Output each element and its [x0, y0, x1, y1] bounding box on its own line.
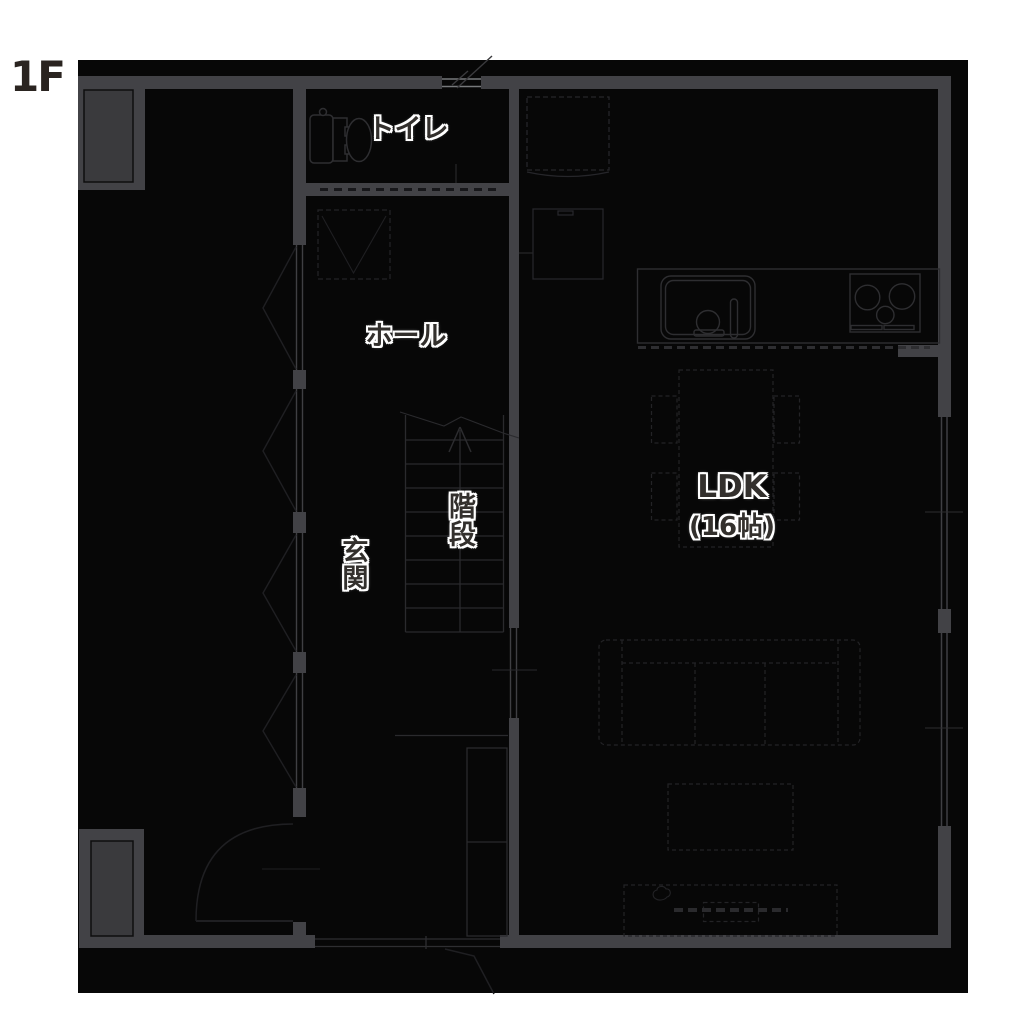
chair	[650, 395, 678, 444]
decor-object	[652, 885, 671, 901]
living-table	[667, 783, 794, 851]
toilet-fixture	[309, 107, 373, 164]
ldk-window-lower	[925, 633, 963, 826]
burner-right	[888, 283, 916, 310]
middle-wall-upper-lines	[455, 164, 533, 254]
faucet	[729, 298, 739, 339]
sofa	[598, 639, 861, 746]
hall-cabinet	[317, 209, 391, 280]
porch-edge	[315, 936, 500, 949]
ldk-size-label: (16帖)	[689, 512, 775, 542]
ldk-window-upper	[925, 417, 963, 609]
floor-indicator: 1F	[10, 52, 66, 101]
casement-swing-chevrons	[262, 246, 297, 788]
dining-set	[650, 369, 801, 548]
toilet-label: トイレ	[367, 114, 449, 145]
left-bay-bottom	[79, 829, 144, 948]
stairs-steps	[404, 415, 505, 633]
stairs-label: 階段	[444, 492, 476, 548]
dining-table	[678, 369, 774, 548]
kitchen-counter	[636, 268, 941, 344]
ldk-label: LDK	[697, 469, 767, 505]
toilet-window	[442, 78, 481, 88]
left-bay-top	[78, 76, 145, 190]
approach-mark	[444, 948, 495, 995]
hall-ldk-opening	[492, 628, 537, 718]
refrigerator	[526, 96, 610, 178]
burner-left	[854, 284, 881, 311]
faucet-base	[695, 309, 721, 335]
chair	[773, 472, 801, 521]
plan-background	[78, 60, 968, 993]
pantry-cabinet	[532, 208, 604, 280]
walls	[78, 76, 951, 948]
burner-small	[875, 305, 895, 325]
chair	[650, 472, 678, 521]
entrance-label: 玄関	[337, 537, 368, 591]
chair	[773, 395, 801, 444]
kitchen-sink	[660, 275, 756, 340]
entrance-door	[195, 823, 320, 922]
stairs-up-arrow	[448, 426, 472, 453]
hall-casement-windows	[295, 245, 304, 788]
shoe-cabinet	[466, 747, 508, 937]
cooktop	[849, 273, 921, 333]
hall-label: ホール	[365, 321, 447, 352]
toilet-window-swing-mark	[451, 55, 493, 89]
stairs-break-line	[399, 411, 520, 439]
